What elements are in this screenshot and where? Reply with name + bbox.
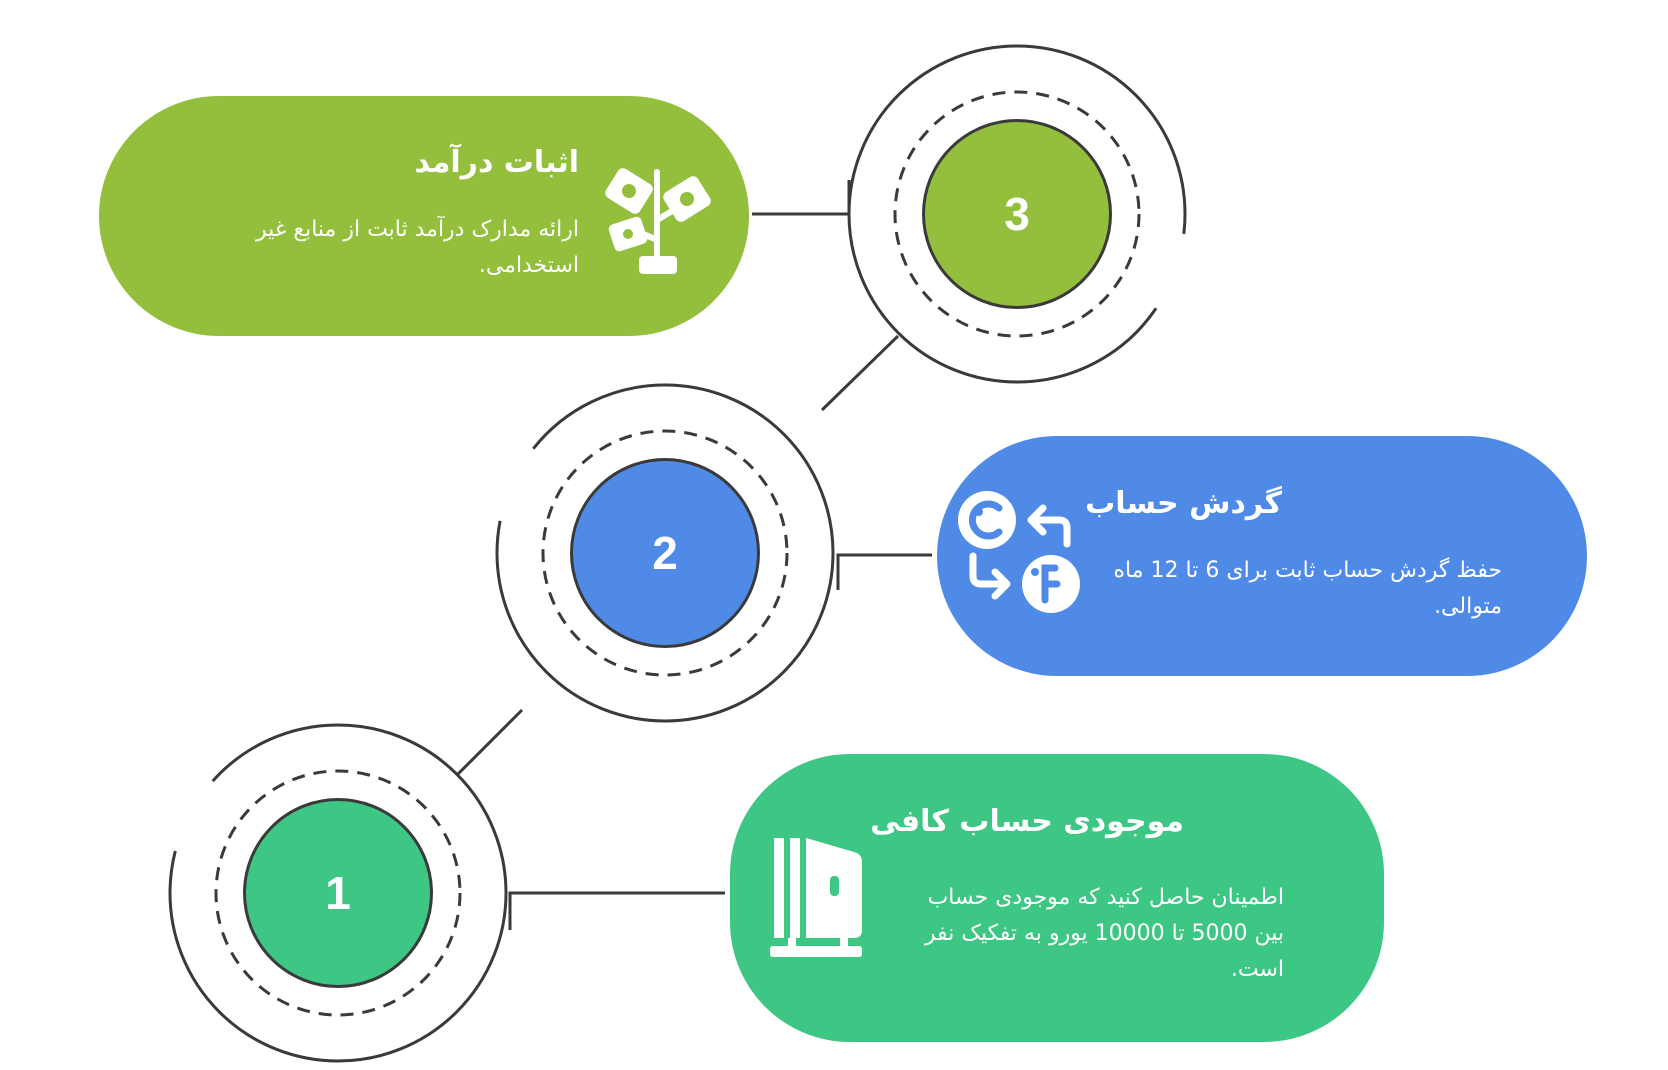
step-3-card: اثبات درآمد ارائه مدارک درآمد ثابت از من… [99,96,749,336]
dashed-ring-1 [214,769,462,1017]
step-2-number: 2 [570,458,760,648]
step-1-number: 1 [243,798,433,988]
connector-1-to-2 [456,708,524,776]
step-3-description: ارائه مدارک درآمد ثابت از منابع غیر استخ… [256,217,579,278]
connector-1-to-box [508,891,725,930]
safe-vault-icon [770,838,862,957]
outer-ring-2 [495,383,835,723]
step-1-card: موجودی حساب کافی اطمینان حاصل کنید که مو… [730,754,1384,1042]
step-1-title: موجودی حساب کافی [870,804,1184,839]
step-1-description: اطمینان حاصل کنید که موجودی حساب بین 500… [924,885,1284,982]
connector-2-to-box [836,553,932,590]
outer-ring-1 [168,723,508,1063]
currency-exchange-icon [958,491,1080,613]
connector-3-to-box [752,180,851,216]
step-3-title: اثبات درآمد [414,145,579,180]
step-2-title: گردش حساب [1085,486,1282,521]
dashed-ring-2 [541,429,789,677]
plant-money-icon [605,168,711,274]
connector-2-to-3 [820,334,900,412]
dashed-ring-3 [893,90,1141,338]
step-2-description: حفظ گردش حساب ثابت برای 6 تا 12 ماه متوا… [1113,558,1502,619]
step-2-card: گردش حساب حفظ گردش حساب ثابت برای 6 تا 1… [937,436,1587,676]
step-3-number: 3 [922,119,1112,309]
